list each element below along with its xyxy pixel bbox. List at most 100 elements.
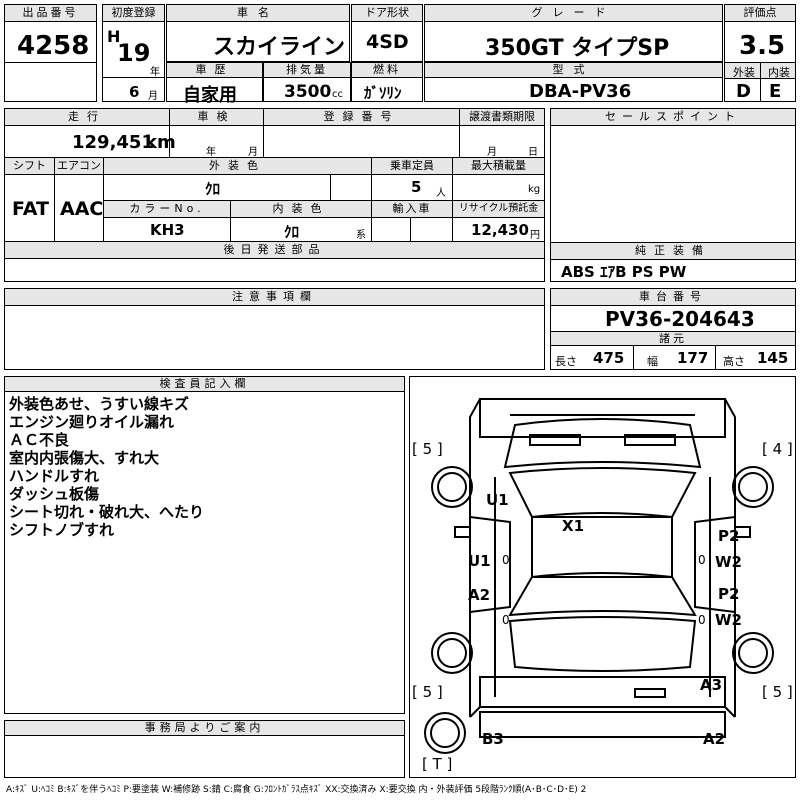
equipment: ABS ｴｱB PS PW	[561, 263, 687, 281]
inspect-label: 車検	[169, 109, 263, 126]
width: 177	[677, 349, 709, 367]
inspector-line: 外装色あせ、うすい線キズ	[9, 395, 190, 413]
ext-label: 外装	[733, 66, 755, 79]
ac: AAC	[60, 198, 104, 220]
score: 3.5	[739, 31, 786, 61]
inspector-line: エンジン廻りオイル漏れ	[9, 413, 175, 431]
ext-score: D	[736, 81, 751, 102]
ac-label: エアコン	[54, 158, 103, 175]
damage-mark: P2	[718, 527, 740, 545]
recycle-fee: 12,430	[471, 221, 529, 239]
inspector-line: 室内内張傷大、すれ大	[9, 449, 160, 467]
damage-mark: P2	[718, 585, 740, 603]
tire-tread-rr: [ 5 ]	[762, 683, 793, 701]
sales-box: セールスポイント 純正装備 ABS ｴｱB PS PW	[550, 108, 796, 282]
fuel-box: 燃料 ｶﾞｿﾘﾝ	[351, 62, 423, 102]
zero-mark: 0	[502, 553, 510, 567]
mileage-label: 走行	[5, 109, 169, 126]
office-box: 事務局よりご案内	[4, 720, 405, 778]
height: 145	[757, 349, 789, 367]
caution-label: 注意事項欄	[5, 289, 544, 306]
int-label: 内装	[768, 66, 790, 79]
seats-unit: 人	[436, 188, 446, 199]
model-code: DBA-PV36	[529, 81, 632, 102]
car-name-label: 車名	[167, 5, 349, 22]
history-box: 車歴 自家用	[166, 62, 263, 106]
damage-mark: W2	[715, 611, 742, 629]
hgt-label: 高さ	[723, 355, 745, 368]
damage-mark: A2	[703, 730, 726, 748]
first-reg-label: 初度登録	[103, 5, 164, 22]
h-row1	[5, 157, 544, 158]
reg-divider	[103, 77, 164, 78]
transfer-label: 譲渡書類期限	[459, 109, 544, 126]
h-row3	[5, 241, 544, 242]
regno-label: 登録番号	[263, 109, 459, 126]
disp-box: 排気量 3500 cc	[263, 62, 351, 102]
h-row2	[103, 200, 544, 201]
door-label: ドア形状	[352, 5, 422, 22]
zero-mark: 0	[698, 613, 706, 627]
equip-label: 純正装備	[551, 243, 795, 260]
chassis-number: PV36-204643	[605, 307, 755, 331]
wid-label: 幅	[647, 355, 658, 368]
disp-label: 排気量	[264, 63, 350, 78]
length: 475	[593, 349, 625, 367]
v-color-mid	[330, 174, 331, 200]
sales-label: セールスポイント	[551, 109, 795, 126]
office-label: 事務局よりご案内	[5, 721, 404, 736]
v-inspect	[169, 109, 170, 157]
sales-divider	[551, 242, 795, 243]
tire-tread-fl: [ 5 ]	[412, 440, 443, 458]
inspector-line: シフトノブすれ	[9, 521, 115, 539]
tire-tread-fr: [ 4 ]	[762, 440, 793, 458]
inspect-month-unit: 月	[248, 147, 258, 158]
grade-label: グレード	[425, 5, 722, 22]
disp-unit: cc	[332, 89, 343, 100]
int-score: E	[769, 81, 782, 102]
seats-label: 乗車定員	[371, 158, 452, 175]
grade: 350GT タイプSP	[485, 36, 670, 61]
month-unit: 月	[148, 91, 158, 102]
inspector-line: シート切れ・破れ大、へたり	[9, 503, 205, 521]
inspector-line: ハンドルすれ	[9, 467, 100, 485]
inspector-label: 検査員記入欄	[5, 377, 404, 392]
v-ac	[54, 158, 55, 242]
v-intcolor	[230, 201, 231, 242]
history: 自家用	[183, 85, 237, 106]
dims-v1	[633, 346, 634, 370]
tire-tread-spare: [ T ]	[422, 755, 453, 773]
first-reg-box: 初度登録 H 19 年 6 月	[102, 4, 165, 102]
lot-label: 出品番号	[5, 5, 96, 22]
reg-month: 6	[129, 83, 140, 101]
shift-label: シフト	[5, 158, 54, 175]
lot-number: 4258	[17, 31, 90, 61]
year-unit: 年	[150, 67, 160, 78]
dims-label: 諸元	[551, 332, 795, 346]
caution-box: 注意事項欄	[4, 288, 545, 370]
score-divider	[725, 62, 795, 63]
chassis-divider	[551, 331, 795, 332]
dims-v2	[715, 346, 716, 370]
damage-mark: U1	[486, 491, 509, 509]
car-name: スカイライン	[213, 35, 346, 60]
damage-mark: W2	[715, 553, 742, 571]
recycle-unit: 円	[530, 230, 540, 241]
int-color: ｸﾛ	[284, 223, 300, 241]
v-import	[410, 217, 411, 242]
inspect-year-unit: 年	[206, 147, 216, 158]
inspector-line: ダッシュ板傷	[9, 485, 100, 503]
damage-mark: A2	[468, 586, 491, 604]
len-label: 長さ	[555, 355, 577, 368]
lot-box: 出品番号 4258	[4, 4, 97, 102]
later-parts-label: 後日発送部品	[5, 242, 544, 259]
model-label: 型式	[425, 63, 722, 78]
car-outline	[424, 398, 774, 754]
recycle-label: リサイクル預託金	[452, 201, 544, 218]
legend: A:ｷｽﾞ U:ﾍｺﾐ B:ｷｽﾞを伴うﾍｺﾐ P:要塗装 W:補修跡 S:錆 …	[6, 785, 587, 795]
seats: 5	[411, 178, 422, 196]
score-box: 評価点 3.5 外装 内装 D E	[724, 4, 796, 102]
score-label: 評価点	[725, 5, 795, 22]
intcolor-label: 内装色	[230, 201, 371, 218]
color-no: KH3	[150, 221, 185, 239]
